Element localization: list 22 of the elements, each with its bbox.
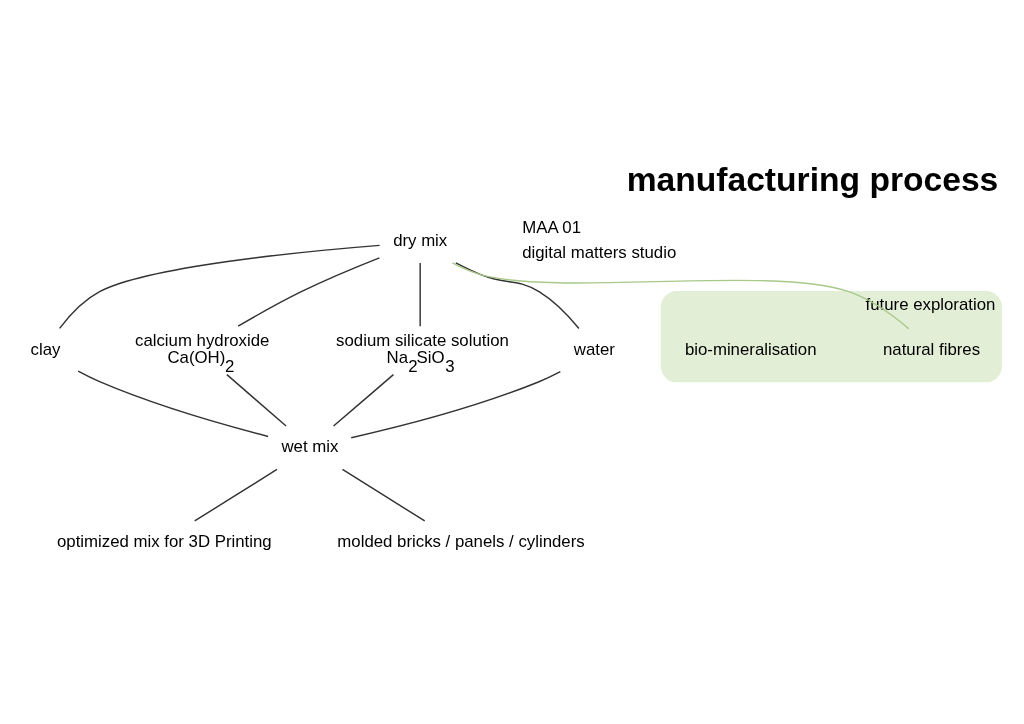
connector [341, 468, 426, 522]
connector [419, 261, 421, 327]
node-text: dry mix [393, 230, 448, 250]
node-text: wet mix [281, 436, 339, 456]
node-text: water [573, 339, 615, 359]
connector [455, 261, 580, 329]
node-text: optimized mix for 3D Printing [56, 531, 272, 551]
connector [194, 468, 278, 522]
node-text: molded bricks / panels / cylinders [337, 531, 585, 551]
connector [237, 256, 381, 327]
connector [451, 261, 910, 330]
connector [350, 370, 562, 438]
connector [58, 244, 381, 329]
connector [77, 370, 269, 437]
label: digital matters studio [522, 242, 677, 262]
label: MAA 01 [522, 217, 582, 237]
node-text: clay [30, 339, 61, 359]
diagram-title: manufacturing process [626, 160, 999, 198]
connector [226, 373, 287, 427]
node-text: bio-mineralisation [684, 339, 817, 359]
node-text: natural fibres [882, 339, 981, 359]
connector [332, 373, 395, 427]
